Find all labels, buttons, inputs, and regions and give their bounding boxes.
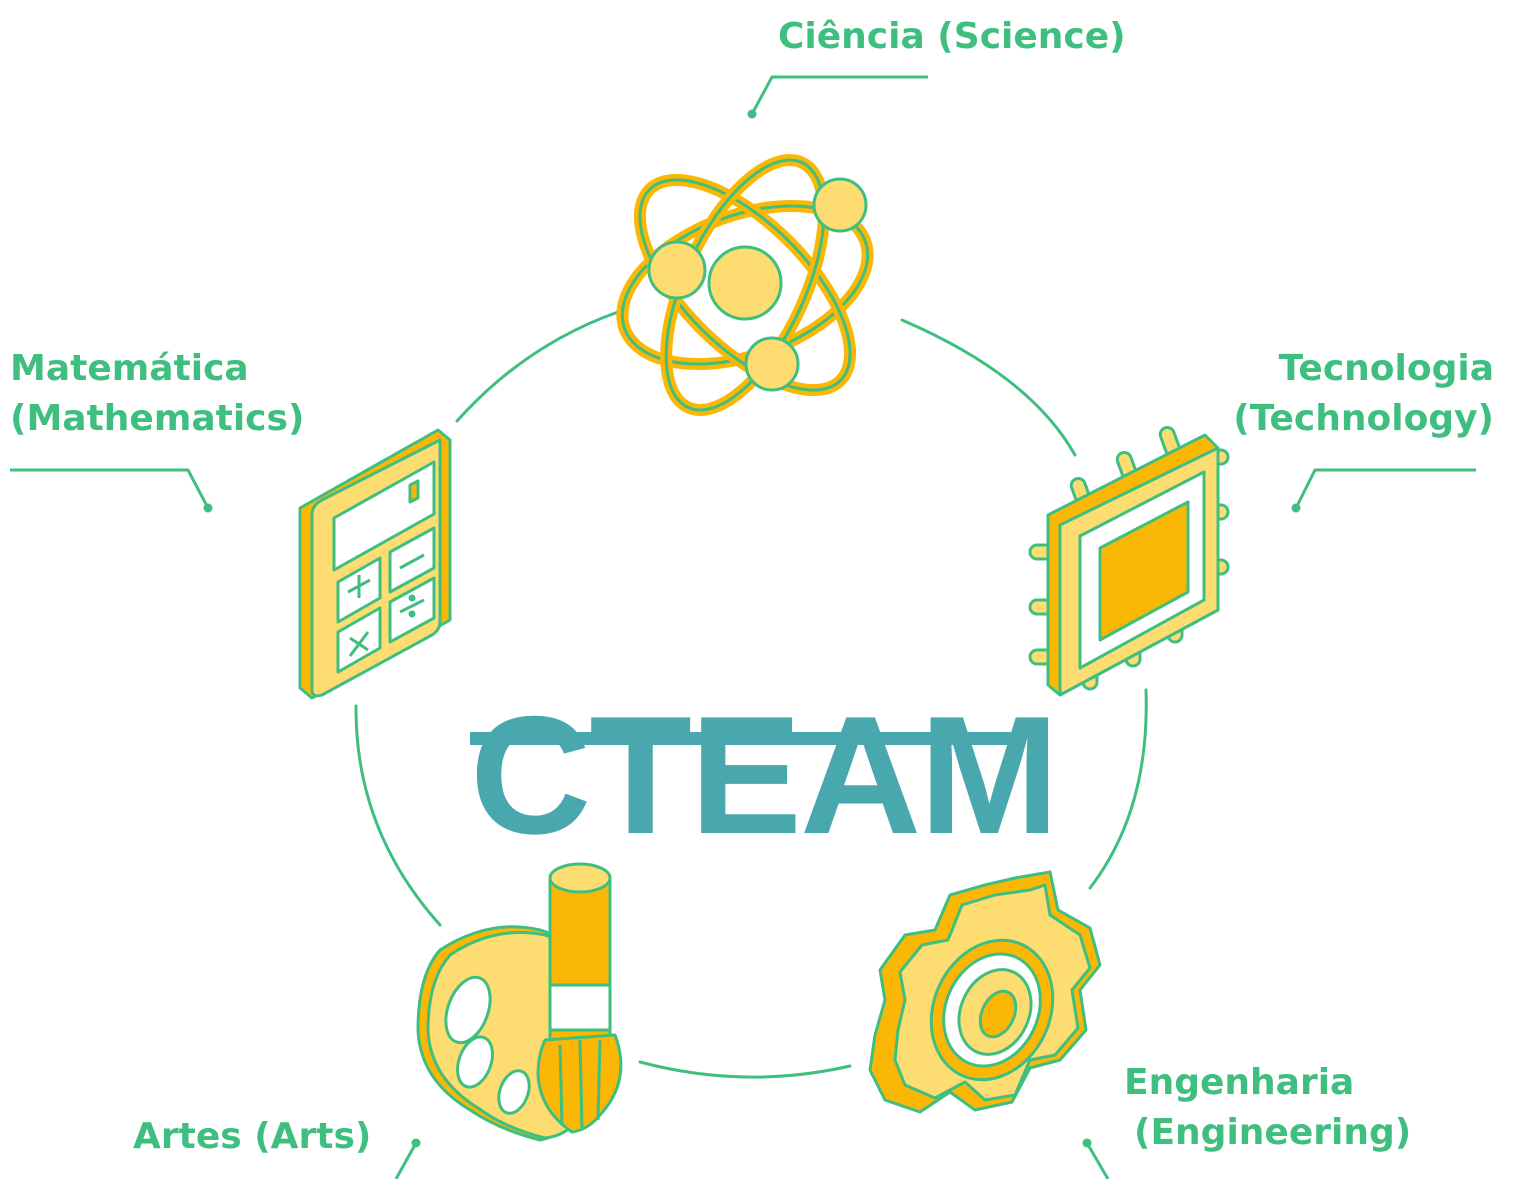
- gear-icon: [868, 870, 1102, 1114]
- leader-eng: [1085, 1142, 1110, 1179]
- label-arts: Artes (Arts): [133, 1112, 371, 1162]
- label-science-text: Ciência (Science): [778, 16, 1126, 57]
- arc-arts-math: [354, 704, 442, 927]
- label-technology-line2: (Technology): [1233, 398, 1494, 439]
- leader-arts: [394, 1142, 418, 1179]
- label-mathematics-line2: (Mathematics): [10, 398, 305, 439]
- arc-eng-arts: [638, 1060, 852, 1079]
- label-mathematics: Matemática (Mathematics): [10, 344, 304, 444]
- microchip-icon: [1028, 425, 1230, 697]
- atom-icon: [616, 154, 874, 416]
- label-engineering-line2: (Engineering): [1134, 1112, 1412, 1153]
- label-mathematics-line1: Matemática: [10, 348, 249, 389]
- label-engineering-line1: Engenharia: [1124, 1062, 1355, 1103]
- arc-tech-eng: [1088, 688, 1148, 890]
- label-arts-text: Artes (Arts): [133, 1116, 372, 1157]
- arc-math-science: [455, 310, 620, 423]
- title-underline: [470, 732, 1016, 745]
- connector-arcs: [354, 310, 1148, 1079]
- label-science: Ciência (Science): [778, 12, 1126, 62]
- calculator-icon: [298, 428, 452, 700]
- arc-science-tech: [900, 318, 1077, 457]
- leader-lines: [10, 75, 1476, 1179]
- palette-brush-icon: [416, 862, 623, 1142]
- leader-science: [750, 75, 928, 115]
- label-engineering: Engenharia (Engineering): [1124, 1058, 1411, 1158]
- leader-math: [10, 468, 210, 509]
- label-technology-line1: Tecnologia: [1278, 348, 1494, 389]
- diagram-title: CTEAM: [470, 680, 1059, 869]
- label-technology: Tecnologia (Technology): [1233, 344, 1494, 444]
- leader-tech: [1294, 468, 1476, 509]
